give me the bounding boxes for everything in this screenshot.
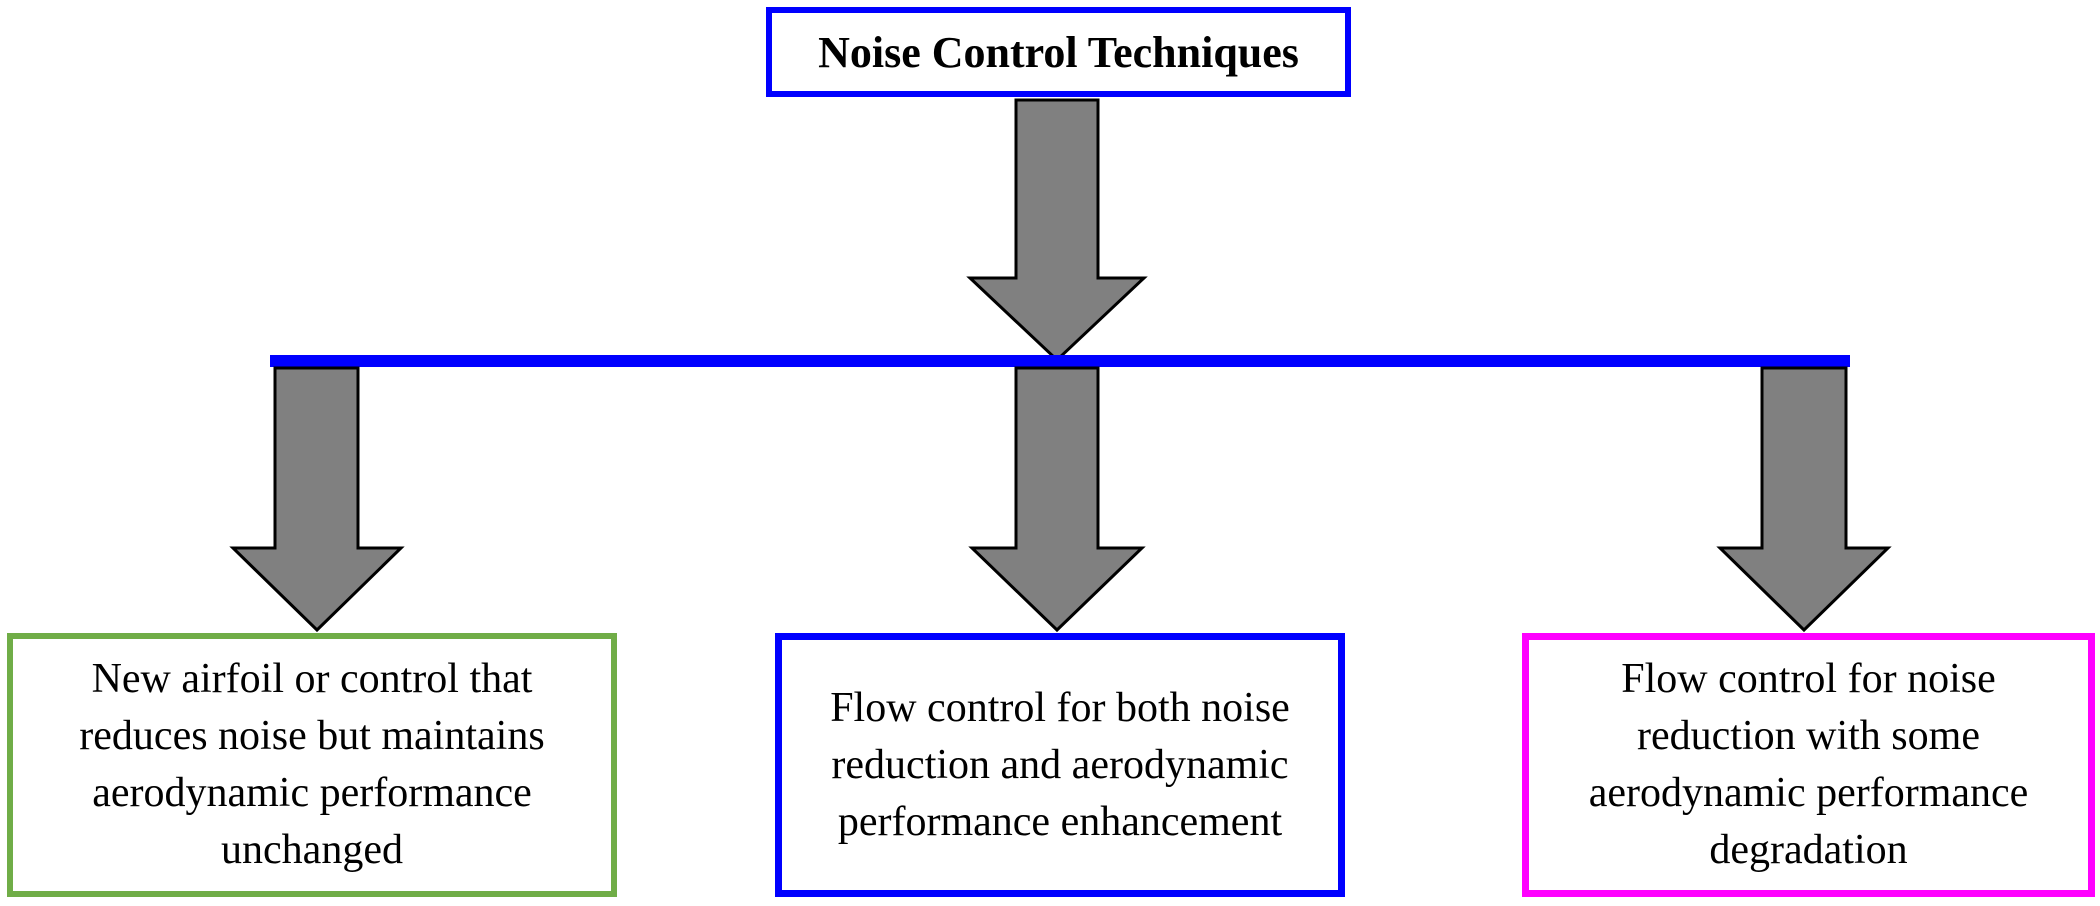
branch-box-degrade-performance: Flow control for noise reduction with so…: [1522, 633, 2095, 897]
branch-label: Flow control for both noise reduction an…: [830, 684, 1290, 845]
branch-box-maintain-performance: New airfoil or control that reduces nois…: [7, 633, 617, 897]
arrow-down-icon: [968, 366, 1146, 633]
arrow-down-icon: [229, 366, 405, 633]
diagram-title: Noise Control Techniques: [818, 27, 1299, 77]
arrow-down-icon: [1716, 366, 1892, 633]
diagram-title-box: Noise Control Techniques: [766, 7, 1351, 97]
branch-label: New airfoil or control that reduces nois…: [79, 656, 545, 873]
arrow-down-icon: [966, 98, 1148, 363]
connector-bar: [270, 355, 1850, 367]
branch-box-enhance-performance: Flow control for both noise reduction an…: [775, 633, 1345, 897]
branch-label: Flow control for noise reduction with so…: [1588, 656, 2029, 873]
